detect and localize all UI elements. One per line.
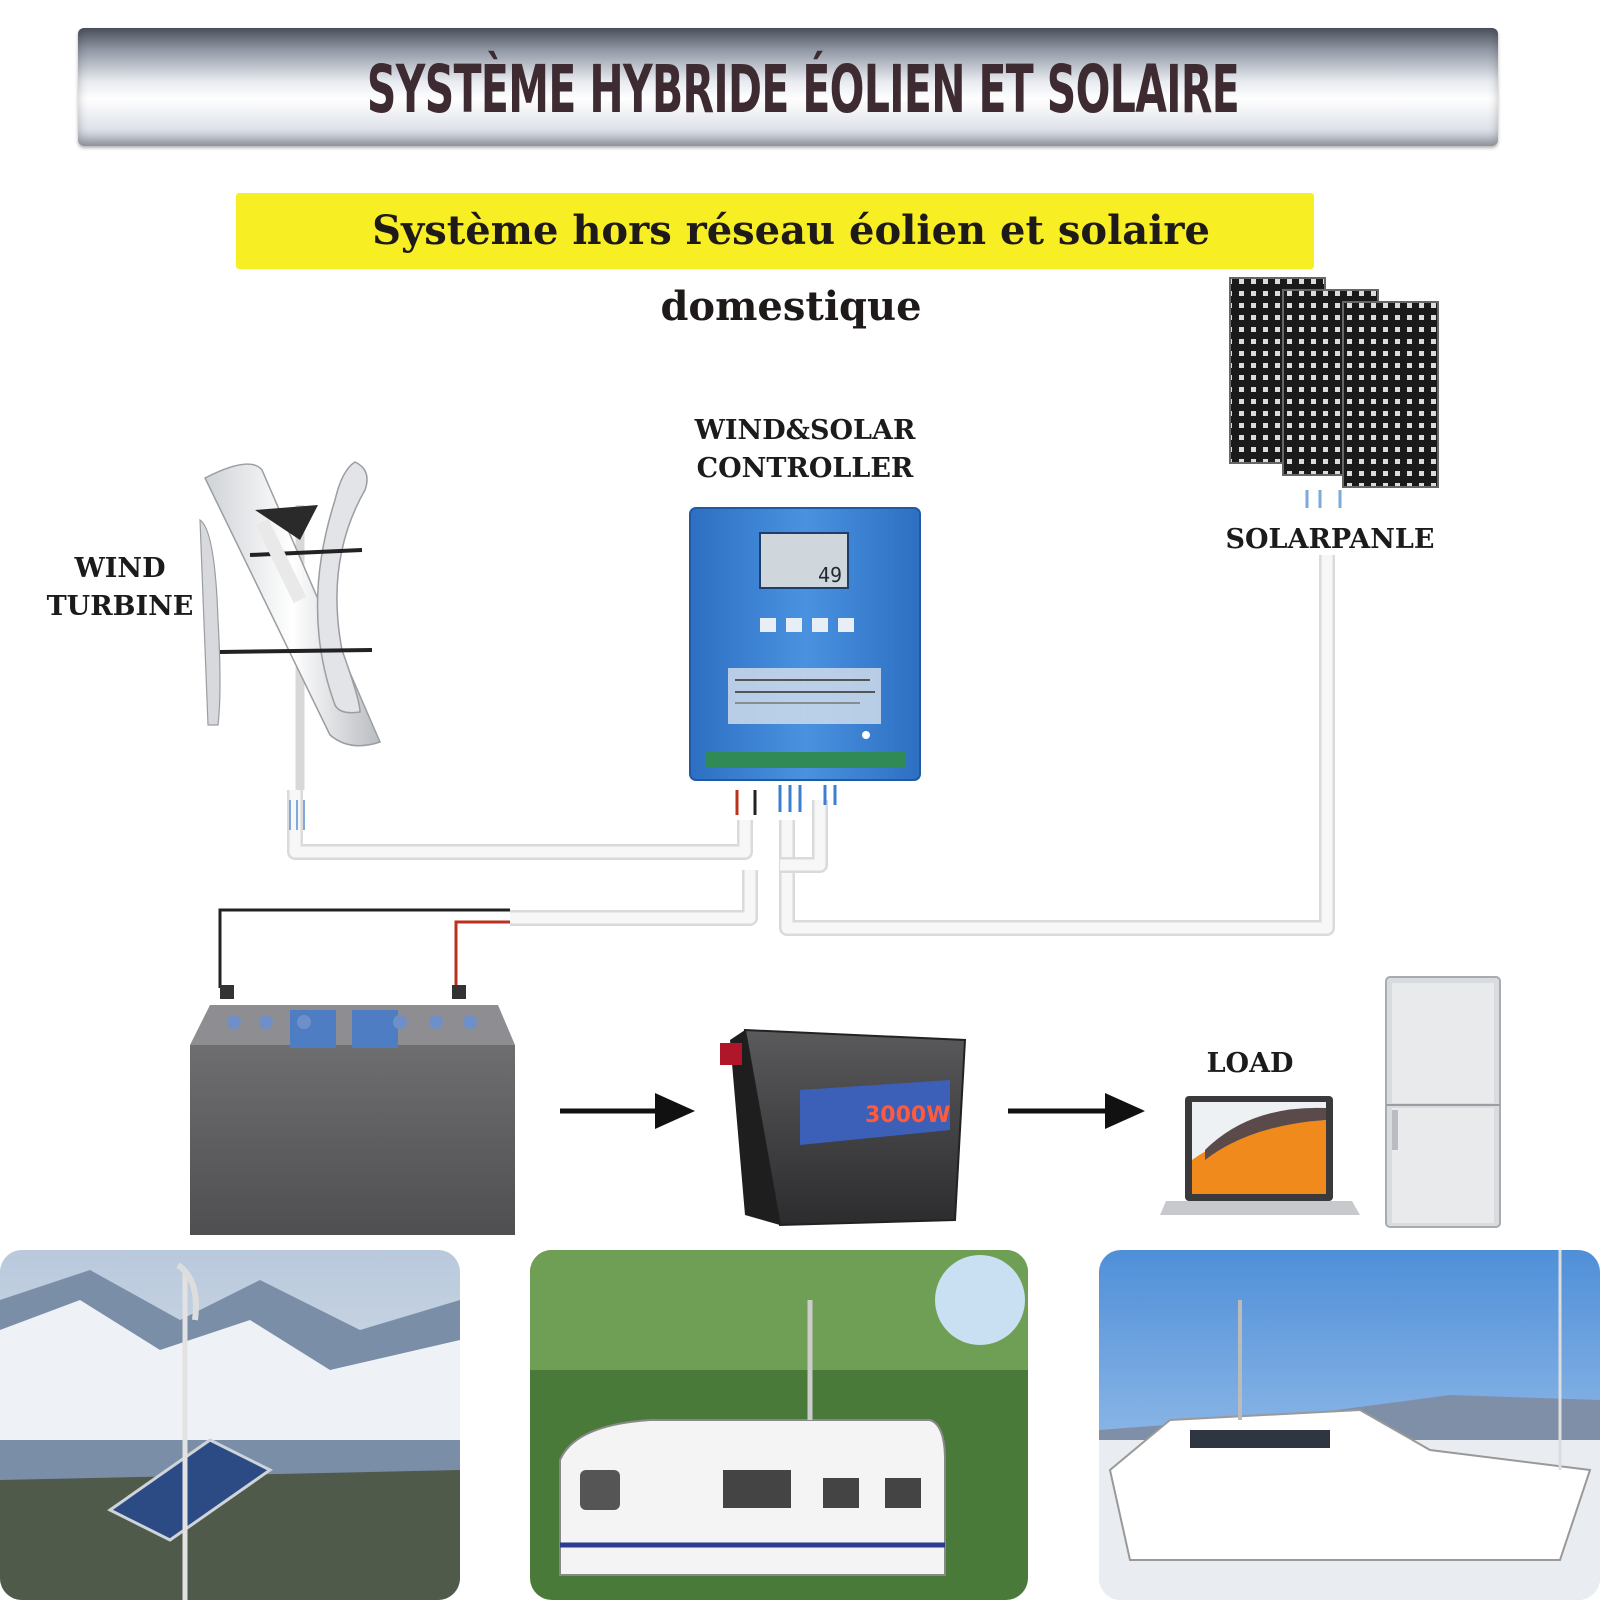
fridge-icon <box>1385 976 1501 1228</box>
cable-conduits <box>287 555 1335 936</box>
mountain-scene-photo <box>0 1250 460 1600</box>
controller-label-line1: WIND&SOLAR <box>694 415 916 446</box>
inverter-icon: 3000W <box>720 1028 967 1227</box>
yacht-scene-photo <box>1099 1250 1600 1600</box>
arrow-right-icon <box>560 1093 1145 1129</box>
laptop-icon <box>1160 1096 1360 1215</box>
wind-turbine-label: WIND TURBINE <box>46 553 194 622</box>
title-banner <box>78 28 1498 146</box>
controller-label-line2: CONTROLLER <box>696 453 914 484</box>
controller-icon: 49 <box>689 507 921 781</box>
caravan-scene-photo <box>530 1250 1028 1600</box>
wind-turbine-icon <box>199 461 382 790</box>
subtitle-highlight <box>236 193 1314 269</box>
battery-wires <box>218 490 1342 988</box>
battery-icon <box>190 985 515 1235</box>
solar-panel-icon <box>1229 277 1439 488</box>
page-subtitle: Système hors réseau éolien et solaire do… <box>372 207 1210 330</box>
solar-panel-label: SOLARPANLE <box>1225 524 1435 555</box>
inverter-rating: 3000W <box>865 1103 951 1128</box>
controller-display-value: 49 <box>818 563 842 587</box>
controller-label: WIND&SOLAR CONTROLLER <box>660 412 950 488</box>
page-title: SYSTÈME HYBRIDE ÉOLIEN ET SOLAIRE <box>366 51 1240 128</box>
load-label: LOAD <box>1206 1048 1294 1079</box>
